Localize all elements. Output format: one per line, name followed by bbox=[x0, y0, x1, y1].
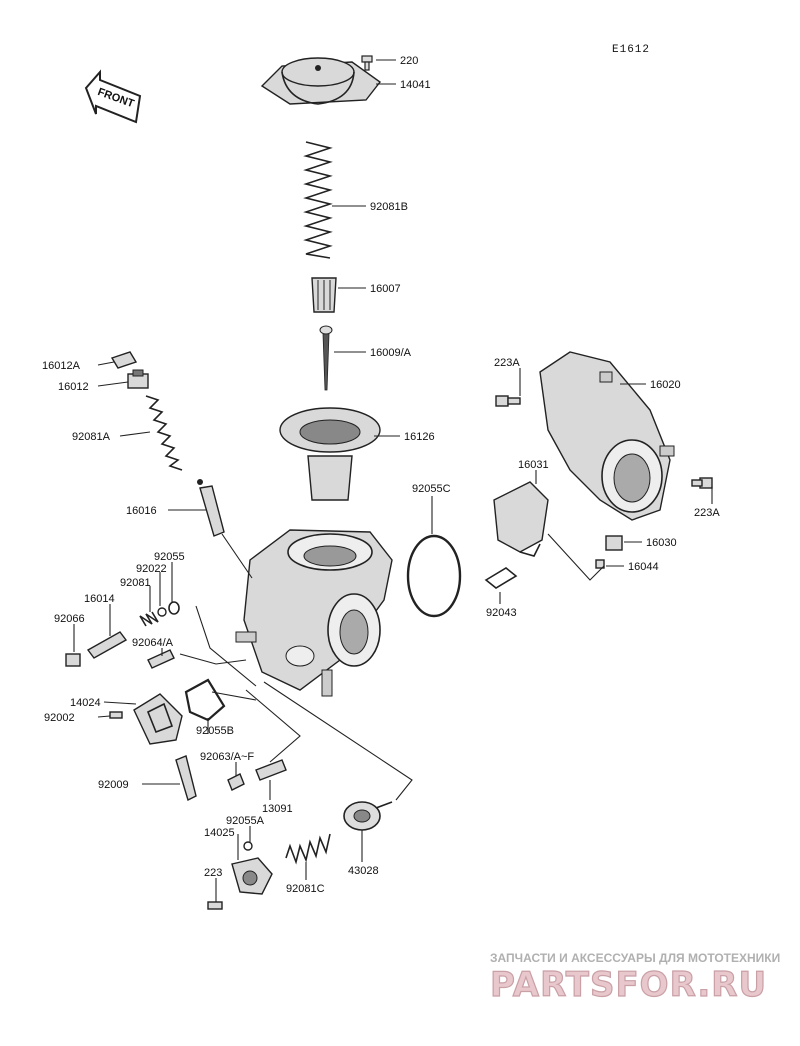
label-92081a: 92081A bbox=[72, 431, 111, 443]
label-16014: 16014 bbox=[84, 593, 115, 605]
oring-92055a-part bbox=[243, 841, 253, 851]
needle-16044-part bbox=[595, 559, 605, 569]
label-92081: 92081 bbox=[120, 577, 151, 589]
label-13091: 13091 bbox=[262, 803, 293, 815]
screw-223-part bbox=[207, 901, 223, 910]
label-220: 220 bbox=[400, 55, 418, 67]
screw-92002-part bbox=[109, 711, 123, 719]
cover-16020-part bbox=[539, 351, 675, 521]
oring-92055c-part bbox=[406, 534, 462, 618]
label-223: 223 bbox=[204, 867, 222, 879]
label-16012: 16012 bbox=[58, 381, 89, 393]
screw-92009-part bbox=[175, 755, 197, 801]
cap-16012a-part bbox=[110, 351, 138, 369]
spring-92081c-part bbox=[285, 833, 331, 865]
spring-92081b-part bbox=[303, 141, 333, 259]
diagram-code: E1612 bbox=[612, 44, 650, 56]
cover-14024-part bbox=[133, 693, 183, 745]
label-92081c: 92081C bbox=[286, 883, 325, 895]
holder-16007-part bbox=[311, 277, 337, 313]
label-16020: 16020 bbox=[650, 379, 681, 391]
cap-92066-part bbox=[65, 653, 81, 667]
label-92081b: 92081B bbox=[370, 201, 408, 213]
clip-92043-part bbox=[484, 567, 518, 589]
diaphragm-43028-part bbox=[343, 801, 393, 831]
screw-220-part bbox=[361, 55, 373, 71]
top-cover-part bbox=[260, 57, 382, 105]
label-16031: 16031 bbox=[518, 459, 549, 471]
diaphragm-16126-part bbox=[279, 407, 381, 501]
carburetor-body-part bbox=[235, 529, 393, 697]
nut-16012-part bbox=[127, 369, 149, 389]
label-43028: 43028 bbox=[348, 865, 379, 877]
label-223a-right: 223A bbox=[694, 507, 720, 519]
label-92063af: 92063/A~F bbox=[200, 751, 254, 763]
valve-16030-part bbox=[605, 535, 623, 551]
watermark-line1: ЗАПЧАСТИ И АКСЕССУАРЫ ДЛЯ МОТОТЕХНИКИ bbox=[490, 951, 780, 965]
label-14024: 14024 bbox=[70, 697, 101, 709]
needle-16009a-part bbox=[319, 325, 333, 391]
jet-92064a-part bbox=[147, 649, 175, 669]
plunger-16016-part bbox=[197, 479, 225, 537]
leader-lines bbox=[73, 59, 713, 902]
label-16126: 16126 bbox=[404, 431, 435, 443]
watermark-line2: PARTSFOR.RU bbox=[490, 965, 767, 1005]
label-14025: 14025 bbox=[204, 827, 235, 839]
label-223a-top: 223A bbox=[494, 357, 520, 369]
part-labels: 220 14041 92081B 16007 16009/A 16012A 16… bbox=[42, 55, 720, 895]
label-16030: 16030 bbox=[646, 537, 677, 549]
label-92022: 92022 bbox=[136, 563, 167, 575]
label-16044: 16044 bbox=[628, 561, 659, 573]
label-92064a: 92064/A bbox=[132, 637, 174, 649]
label-92043: 92043 bbox=[486, 607, 517, 619]
spring-92081a-part bbox=[145, 395, 183, 471]
label-16007: 16007 bbox=[370, 283, 401, 295]
label-92066: 92066 bbox=[54, 613, 85, 625]
jet-92063-part bbox=[227, 773, 245, 791]
cover-14025-part bbox=[231, 857, 273, 895]
label-92055c: 92055C bbox=[412, 483, 451, 495]
watermark: ЗАПЧАСТИ И АКСЕССУАРЫ ДЛЯ МОТОТЕХНИКИ PA… bbox=[489, 951, 780, 1006]
oring-92022-part bbox=[157, 607, 167, 617]
label-92002: 92002 bbox=[44, 712, 75, 724]
label-92055b: 92055B bbox=[196, 725, 234, 737]
label-16016: 16016 bbox=[126, 505, 157, 517]
front-arrow-icon: FRONT bbox=[84, 69, 142, 124]
label-92055a: 92055A bbox=[226, 815, 265, 827]
label-92055: 92055 bbox=[154, 551, 185, 563]
screw-223a-right-part bbox=[691, 477, 713, 489]
screw-223a-top-part bbox=[495, 395, 521, 407]
spring-92081-part bbox=[139, 611, 159, 627]
screw-16014-part bbox=[86, 631, 128, 659]
label-14041: 14041 bbox=[400, 79, 431, 91]
label-92009: 92009 bbox=[98, 779, 129, 791]
float-16031-part bbox=[493, 481, 549, 557]
gasket-92055b-part bbox=[184, 678, 226, 722]
label-16009a: 16009/A bbox=[370, 347, 412, 359]
jet-13091-part bbox=[255, 759, 287, 781]
washer-92055-part bbox=[168, 601, 180, 615]
label-16012a: 16012A bbox=[42, 360, 81, 372]
